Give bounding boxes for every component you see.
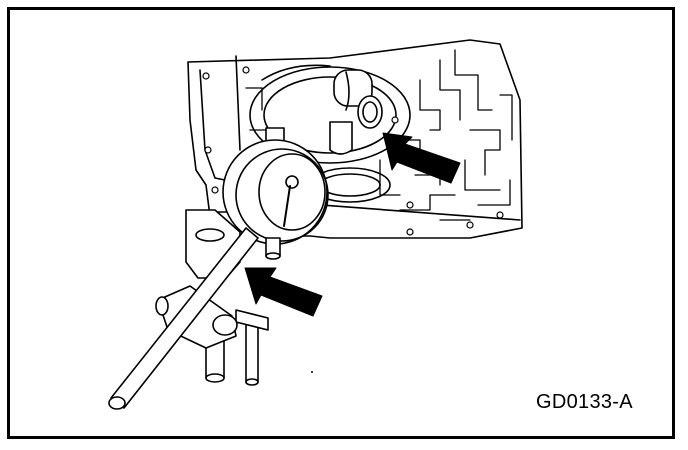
figure-frame	[7, 7, 675, 439]
dial-indicator	[222, 127, 329, 260]
figure-reference-code: GD0133-A	[536, 391, 633, 413]
arrow-icon	[244, 267, 323, 317]
indicator-rod	[108, 227, 259, 410]
speck	[311, 371, 313, 373]
arrow-icon	[382, 132, 461, 184]
plunger-assembly	[329, 69, 383, 155]
